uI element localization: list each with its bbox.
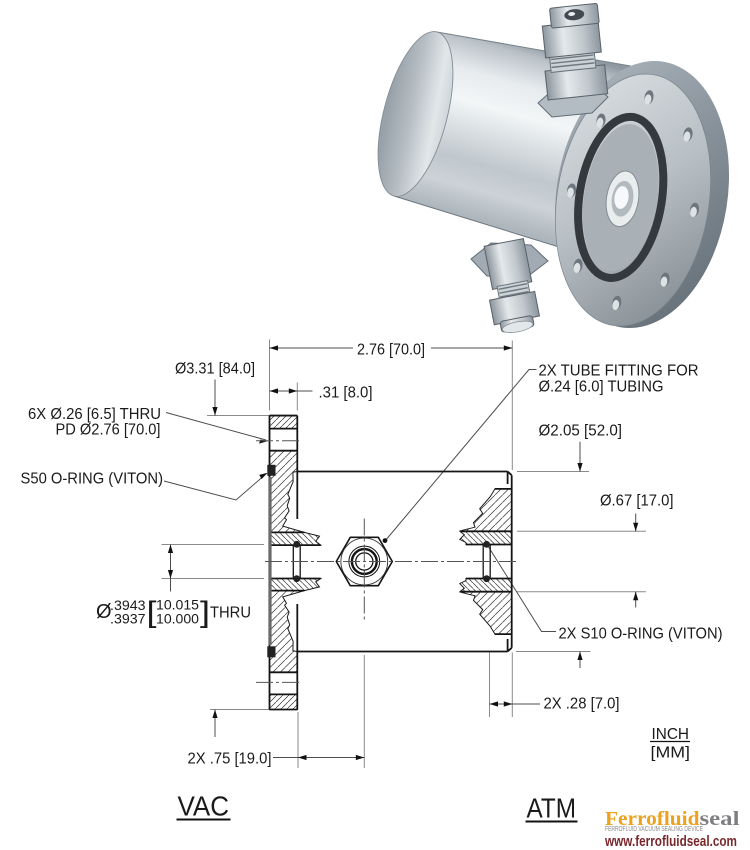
svg-text:Ø3.31 [84.0]: Ø3.31 [84.0]	[175, 361, 255, 378]
svg-text:.31 [8.0]: .31 [8.0]	[319, 385, 373, 402]
svg-text:[MM]: [MM]	[651, 745, 691, 762]
svg-text:Ø: Ø	[96, 601, 112, 623]
svg-text:Ferrofluid: Ferrofluid	[605, 808, 700, 830]
svg-text:FERROFLUID VACUUM SEALING DEVI: FERROFLUID VACUUM SEALING DEVICE	[605, 826, 703, 833]
svg-text:]: ]	[200, 596, 210, 629]
svg-text:.3943: .3943	[110, 597, 146, 613]
svg-text:S50 O-RING (VITON): S50 O-RING (VITON)	[21, 471, 164, 488]
svg-text:2X .75 [19.0]: 2X .75 [19.0]	[188, 751, 272, 768]
svg-text:6X Ø.26 [6.5] THRU: 6X Ø.26 [6.5] THRU	[28, 406, 161, 423]
svg-text:PD Ø2.76 [70.0]: PD Ø2.76 [70.0]	[56, 422, 161, 439]
svg-text:2X .28 [7.0]: 2X .28 [7.0]	[544, 696, 620, 713]
svg-text:ATM: ATM	[527, 793, 577, 824]
svg-text:2X S10 O-RING (VITON): 2X S10 O-RING (VITON)	[559, 626, 723, 643]
svg-text:.3937: .3937	[110, 611, 146, 627]
svg-text:10.015: 10.015	[156, 597, 199, 613]
svg-text:10.000: 10.000	[156, 611, 199, 627]
svg-text:2X TUBE FITTING FOR: 2X TUBE FITTING FOR	[539, 363, 699, 380]
svg-text:Ø2.05 [52.0]: Ø2.05 [52.0]	[539, 423, 623, 440]
svg-text:Ø.67 [17.0]: Ø.67 [17.0]	[600, 493, 674, 510]
svg-text:THRU: THRU	[210, 605, 251, 622]
svg-text:www.ferrofluidseal.com: www.ferrofluidseal.com	[604, 834, 737, 850]
svg-text:Ø.24 [6.0] TUBING: Ø.24 [6.0] TUBING	[539, 379, 664, 396]
svg-text:VAC: VAC	[178, 791, 230, 822]
svg-text:INCH: INCH	[652, 726, 690, 743]
svg-text:seal: seal	[700, 808, 741, 830]
svg-text:[: [	[147, 596, 158, 629]
svg-text:2.76 [70.0]: 2.76 [70.0]	[357, 342, 425, 359]
